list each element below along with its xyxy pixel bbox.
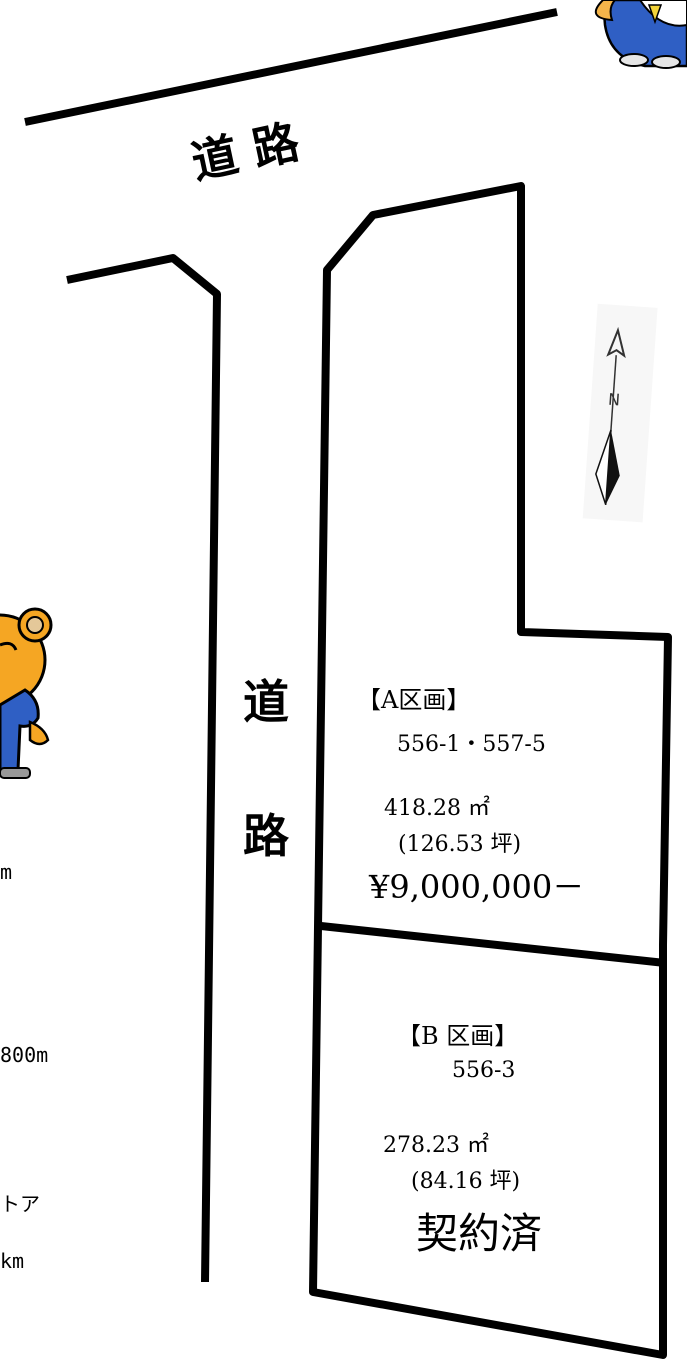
svg-text:N: N [607, 390, 620, 410]
lot-a-area-sqm: 418.28 ㎡ [384, 796, 490, 821]
lot-a-price: ¥9,000,000－ [369, 868, 585, 906]
lot-divider [320, 922, 666, 967]
road-edge-left [66, 254, 221, 1283]
businessman-mascot-icon [594, 0, 687, 69]
lot-a-area-tsubo: (126.53 坪) [398, 832, 522, 857]
lot-outline [309, 182, 672, 1359]
lot-b-lot-numbers: 556-3 [452, 1058, 516, 1083]
left-cut-text-3: トア [0, 1192, 40, 1216]
lot-a-lot-numbers: 556-1・557-5 [397, 732, 546, 757]
lot-b-status: 契約済 [416, 1209, 543, 1258]
lot-b-area-sqm: 278.23 ㎡ [383, 1133, 489, 1158]
lot-b-area-tsubo: (84.16 坪) [411, 1169, 521, 1194]
lot-b-title: 【B 区画】 [397, 1022, 519, 1050]
road-edge-top [24, 8, 558, 126]
road-label-side-bottom-char: 路 [243, 809, 289, 863]
left-cut-text-2: 800m [0, 1043, 49, 1067]
lot-a-title: 【A区画】 [357, 686, 471, 714]
bear-mascot-icon [0, 607, 53, 779]
north-arrow-icon: N [582, 303, 658, 523]
road-label-side-top-char: 道 [243, 675, 289, 729]
left-cut-text-4: km [0, 1249, 25, 1273]
left-cut-text-1: m [0, 860, 13, 884]
